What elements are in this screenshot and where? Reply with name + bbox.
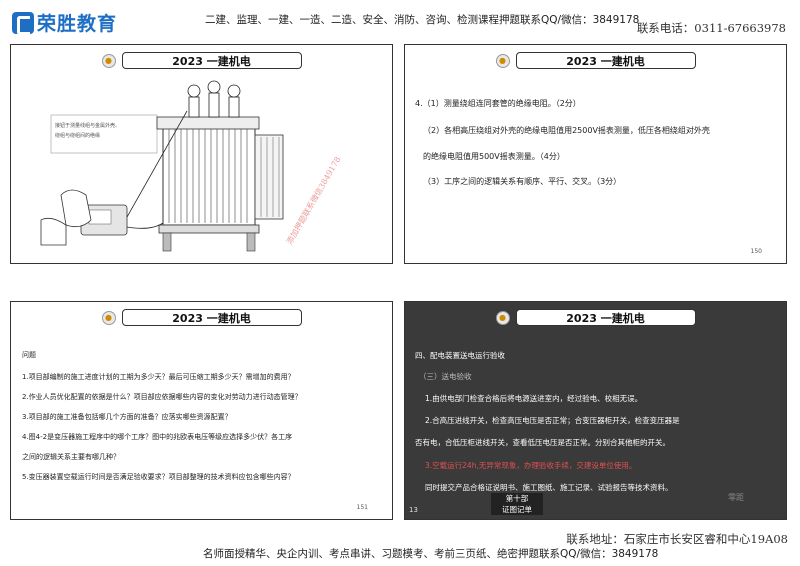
question-line: 1.项目部编制的施工进度计划的工期为多少天？最后可压缩工期多少天？需增加的费用？	[22, 373, 295, 381]
slide-title: 2023 一建机电	[121, 52, 302, 69]
page-number: 150	[750, 248, 762, 255]
question-line: 4.图4-2是变压器施工程序中的哪个工序？图中的兆欧表电压等级应选择多少伏？各工…	[22, 433, 293, 441]
logo-mark-icon	[12, 11, 34, 35]
watermark-text: 添加押题联系微信3849178	[284, 155, 342, 246]
slide-title-bar: ● 2023 一建机电	[405, 309, 786, 326]
callout-line-2: 绕组与绕组间的绝缘	[55, 132, 100, 139]
page-number: 13	[409, 506, 418, 514]
overlay-label: 第十部 证图记单	[491, 493, 543, 515]
question-line: 2.作业人员优化配置的依据是什么？项目部应依据哪些内容的变化对劳动力进行动态管理…	[22, 393, 302, 401]
answer-line: （3）工序之间的逻辑关系有顺序、平行、交叉。（3分）	[423, 177, 622, 186]
slide-title: 2023 一建机电	[121, 309, 302, 326]
lightbulb-icon: ●	[495, 53, 510, 68]
step-1: 1.由供电部门检查合格后将电源送进室内，经过验电、校相无误。	[425, 394, 643, 403]
overlay-label-line-1: 第十部	[505, 494, 529, 503]
section-heading: 四、配电装置送电运行验收	[415, 351, 505, 360]
header-phone: 联系电话：0311-67663978	[636, 21, 786, 35]
slide-2: ● 2023 一建机电 4.（1）测量绕组连同套管的绝缘电阻。（2分） （2）各…	[404, 44, 787, 264]
slide-4: ● 2023 一建机电 四、配电装置送电运行验收 （三）送电验收 1.由供电部门…	[404, 301, 787, 520]
lightbulb-icon: ●	[495, 310, 510, 325]
callout-line-1: 接钮于测量线组与金属外壳、	[55, 122, 120, 129]
logo-text: 荣胜教育	[37, 13, 118, 35]
slide-title-bar: ● 2023 一建机电	[11, 52, 392, 69]
slide-title: 2023 一建机电	[515, 309, 696, 326]
subsection-heading: （三）送电验收	[419, 372, 472, 381]
step-2-line-1: 2.合高压进线开关，检查高压电压是否正常；合变压器柜开关，检查变压器是	[425, 416, 680, 425]
question-heading: 问题	[22, 351, 36, 359]
lightbulb-icon: ●	[101, 53, 116, 68]
slide-title-bar: ● 2023 一建机电	[405, 52, 786, 69]
slide-title: 2023 一建机电	[515, 52, 696, 69]
header-promo-text: 二建、监理、一建、一造、二造、安全、消防、咨询、检测课程押题联系QQ/微信：38…	[205, 14, 640, 26]
question-line: 之间的逻辑关系主要有哪几种？	[22, 453, 120, 461]
overlay-label-line-2: 证图记单	[502, 505, 532, 514]
transformer-illustration: 接钮于测量线组与金属外壳、 绕组与绕组间的绝缘	[40, 80, 343, 252]
answer-line: （2）各相高压绕组对外壳的绝缘电阻值用2500V摇表测量，低压各相绕组对外壳	[423, 126, 710, 135]
lightbulb-icon: ●	[101, 310, 116, 325]
slide-title-bar: ● 2023 一建机电	[11, 309, 392, 326]
corner-logo: 零距	[728, 493, 744, 502]
question-line: 3.项目部的施工准备包括哪几个方面的准备？应落实哪些资源配置？	[22, 413, 232, 421]
question-line: 5.变压器装置空载运行时间是否满足验收要求？项目部整理的技术资料应包含哪些内容？	[22, 473, 295, 481]
step-3: 3.空载运行24h,无异常现象，办理验收手续，交建设单位使用。	[425, 461, 637, 470]
footer-promo-text: 名师面授精华、央企内训、考点串讲、习题模考、考前三页纸、绝密押题联系QQ/微信：…	[203, 548, 659, 560]
footer-address: 联系地址：石家庄市长安区睿和中心19A08	[566, 532, 788, 546]
step-4: 同时提交产品合格证说明书、施工图纸、施工记录、试验报告等技术资料。	[425, 483, 673, 492]
answer-line: 的绝缘电阻值用500V摇表测量。（4分）	[423, 152, 565, 161]
answer-line: 4.（1）测量绕组连同套管的绝缘电阻。（2分）	[415, 99, 581, 108]
slide-1: ● 2023 一建机电 接钮于测量线组与金属外壳、 绕组与绕组间的绝缘	[10, 44, 393, 264]
page-number: 151	[356, 504, 368, 511]
logo: 荣胜教育	[12, 9, 117, 36]
slide-3: ● 2023 一建机电 问题 1.项目部编制的施工进度计划的工期为多少天？最后可…	[10, 301, 393, 520]
step-2-line-2: 否有电，合低压柜进线开关，查看低压电压是否正常。分别合其他柜的开关。	[415, 438, 670, 447]
